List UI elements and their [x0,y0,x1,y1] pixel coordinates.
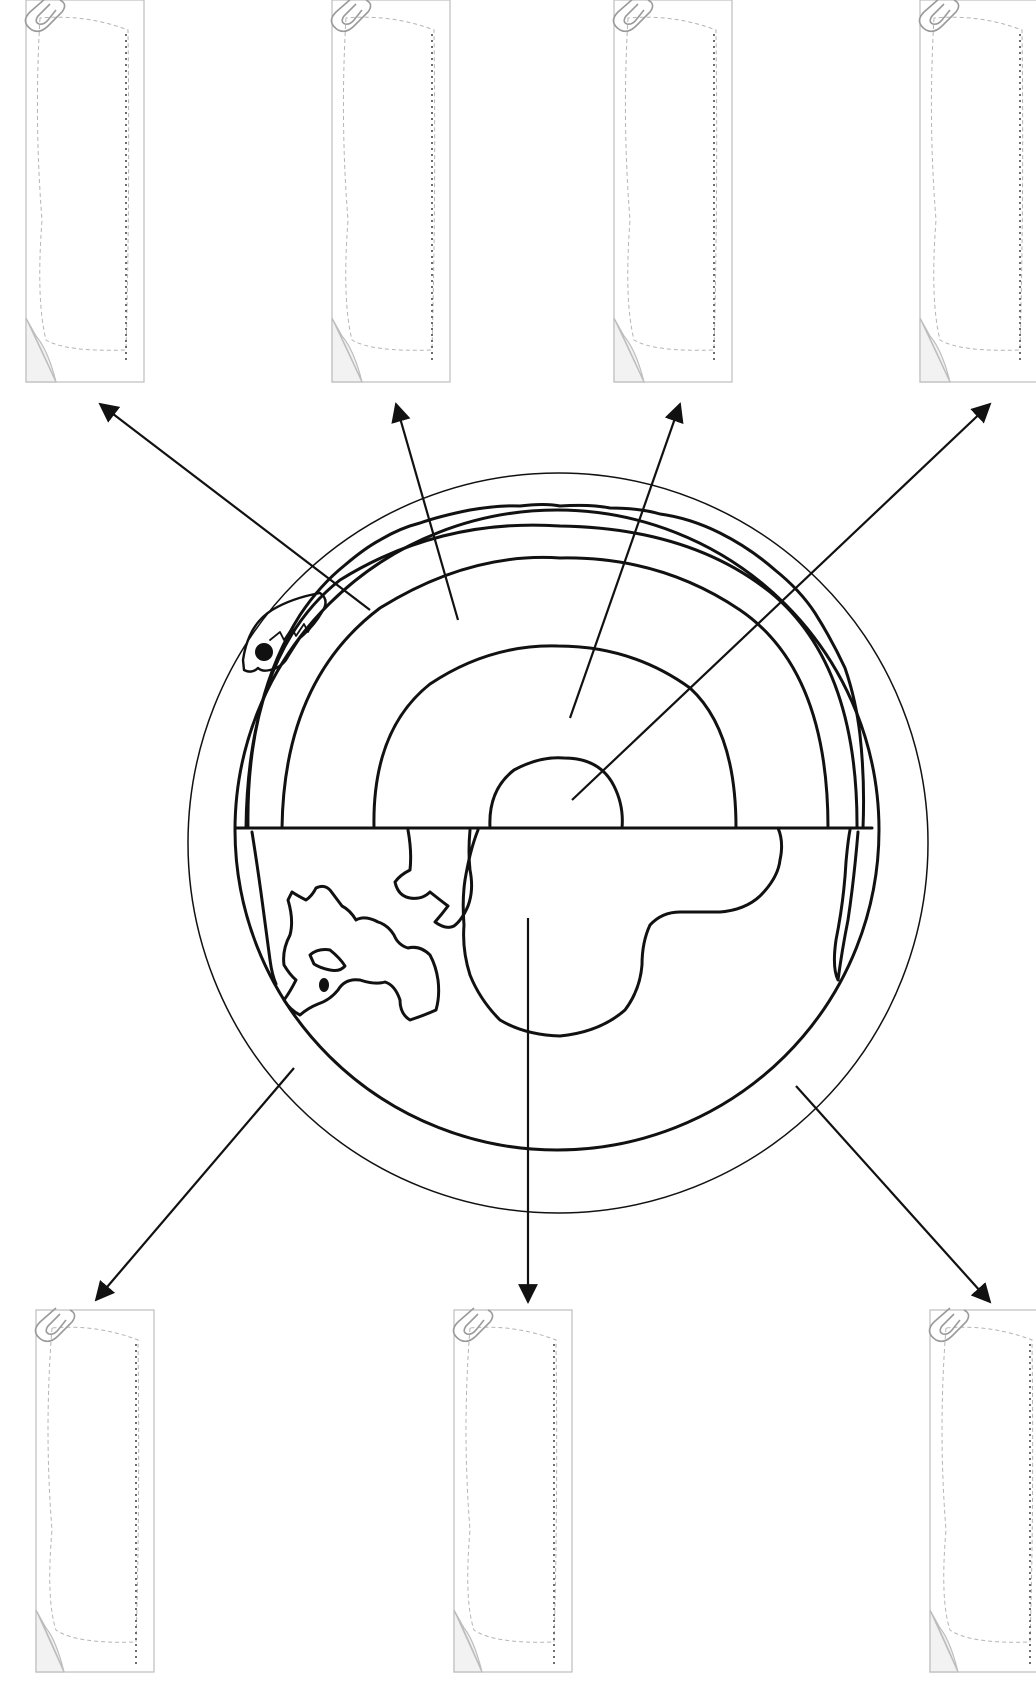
continent-africa [463,828,781,1036]
arrow-east-to-card-bottom-3 [796,1086,990,1302]
island-dot [319,978,329,992]
mantle-boundary [282,557,828,828]
outer-core-boundary [374,646,736,828]
crust-surface-line [248,505,864,829]
earth-cross-section [188,473,928,1213]
continent-americas [284,886,439,1020]
arrow-west-to-card-bottom-1 [96,1068,294,1300]
blank-card-bottom-2[interactable] [453,1308,572,1672]
arrow-crust-to-card-top-2 [396,404,458,620]
inner-core-boundary [490,758,622,828]
blank-card-top-3[interactable] [613,0,732,382]
continent-europe [395,830,472,927]
blank-card-top-1[interactable] [25,0,144,382]
blank-card-bottom-3[interactable] [929,1308,1036,1672]
blank-card-top-4[interactable] [919,0,1036,382]
arrow-core-to-card-top-4 [572,404,990,800]
atmosphere-ring [188,473,928,1213]
blank-card-top-2[interactable] [331,0,450,382]
blank-card-bottom-1[interactable] [35,1308,154,1672]
continent-east-edge [834,830,858,980]
earth-outline [235,510,879,1150]
arrow-atmosphere-to-card-top-1 [100,404,370,610]
continent-small-island [310,950,345,971]
